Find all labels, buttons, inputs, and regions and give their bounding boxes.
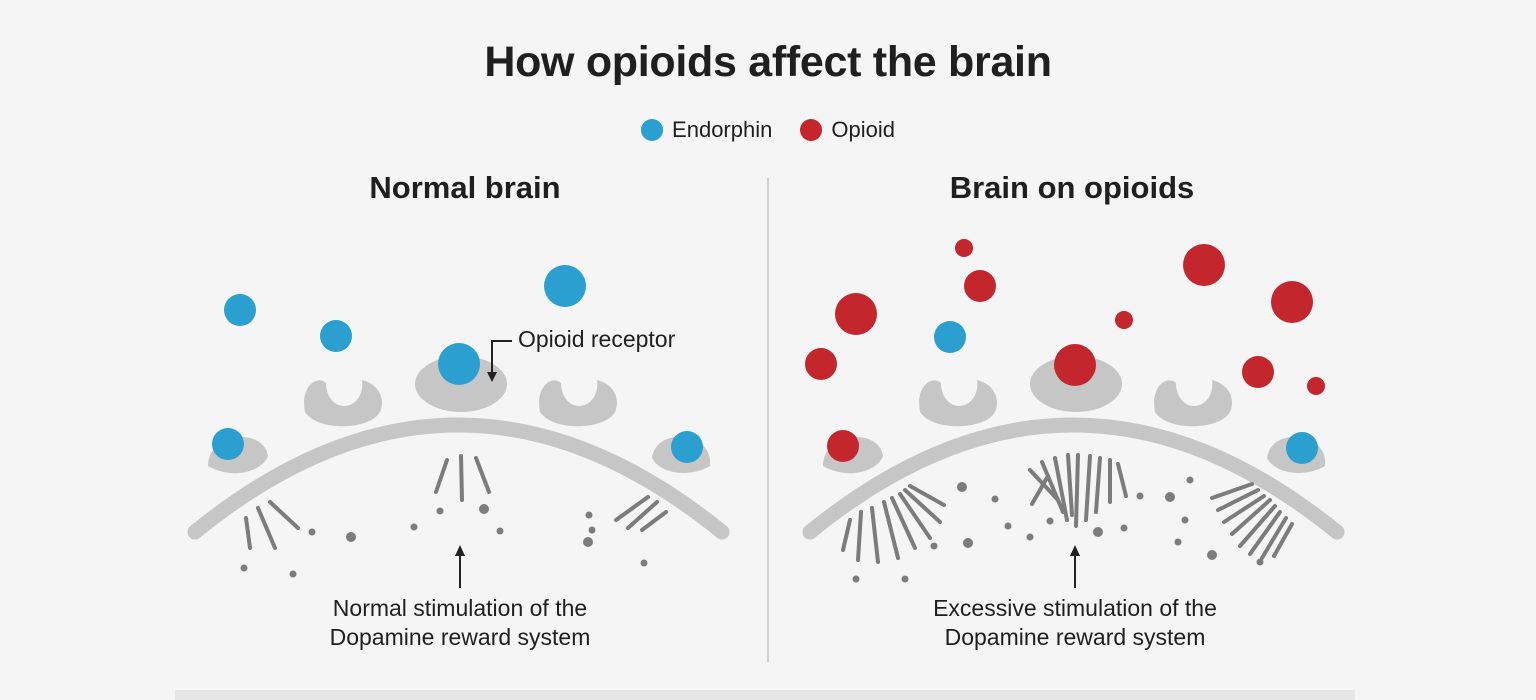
opioid	[955, 239, 973, 257]
caption-opioids: Excessive stimulation of the Dopamine re…	[825, 594, 1325, 652]
caption-opioids-line2: Dopamine reward system	[944, 624, 1206, 650]
panel-title-opioids: Brain on opioids	[949, 170, 1195, 205]
dopamine-signal-lines	[244, 454, 668, 550]
opioid-receptor-label: Opioid receptor	[518, 326, 676, 352]
receptor	[304, 380, 382, 427]
dopamine-dots	[852, 476, 1264, 583]
dopamine-signal-lines	[841, 453, 1294, 564]
endorphin	[671, 431, 703, 463]
receptor-pointer-arrowhead-icon	[487, 372, 497, 382]
endorphin	[224, 294, 256, 326]
legend-label-opioid: Opioid	[831, 117, 895, 142]
endorphin-swatch-icon	[641, 119, 664, 141]
endorphin	[544, 265, 586, 307]
panel-title-normal: Normal brain	[369, 170, 561, 205]
receptor	[539, 380, 617, 427]
receptor	[1154, 380, 1232, 427]
panel-divider	[767, 178, 769, 662]
legend: Endorphin Opioid	[0, 117, 1536, 143]
endorphin	[320, 320, 352, 352]
endorphin	[438, 343, 480, 385]
endorphin	[934, 321, 966, 353]
opioid	[1307, 377, 1325, 395]
opioid	[1054, 344, 1096, 386]
caption-opioids-line1: Excessive stimulation of the	[933, 595, 1217, 621]
cell-membrane	[187, 417, 730, 540]
cell-membrane	[802, 417, 1345, 540]
bottom-bar	[175, 690, 1355, 700]
normal-brain-illustration	[187, 265, 730, 588]
opioid	[964, 270, 996, 302]
legend-label-endorphin: Endorphin	[672, 117, 773, 142]
legend-item-opioid: Opioid	[800, 117, 895, 143]
opioid	[827, 430, 859, 462]
receptor-pointer	[491, 340, 512, 378]
opioid	[805, 348, 837, 380]
opioid	[835, 293, 877, 335]
opioid-swatch-icon	[800, 119, 823, 141]
opioid	[1115, 311, 1133, 329]
caption-normal-line1: Normal stimulation of the	[332, 595, 588, 621]
receptor	[919, 380, 997, 427]
endorphin	[1286, 432, 1318, 464]
dopamine-dots	[240, 504, 648, 578]
opioid	[1183, 244, 1225, 286]
opioid	[1242, 356, 1274, 388]
legend-item-endorphin: Endorphin	[641, 117, 772, 143]
endorphin	[212, 428, 244, 460]
caption-normal-line2: Dopamine reward system	[329, 624, 591, 650]
opioid-brain-illustration	[802, 239, 1345, 588]
caption-normal: Normal stimulation of the Dopamine rewar…	[210, 594, 710, 652]
opioid	[1271, 281, 1313, 323]
caption-arrowhead-icon	[455, 545, 465, 556]
caption-arrowhead-icon	[1070, 545, 1080, 556]
diagram-title: How opioids affect the brain	[484, 38, 1052, 86]
